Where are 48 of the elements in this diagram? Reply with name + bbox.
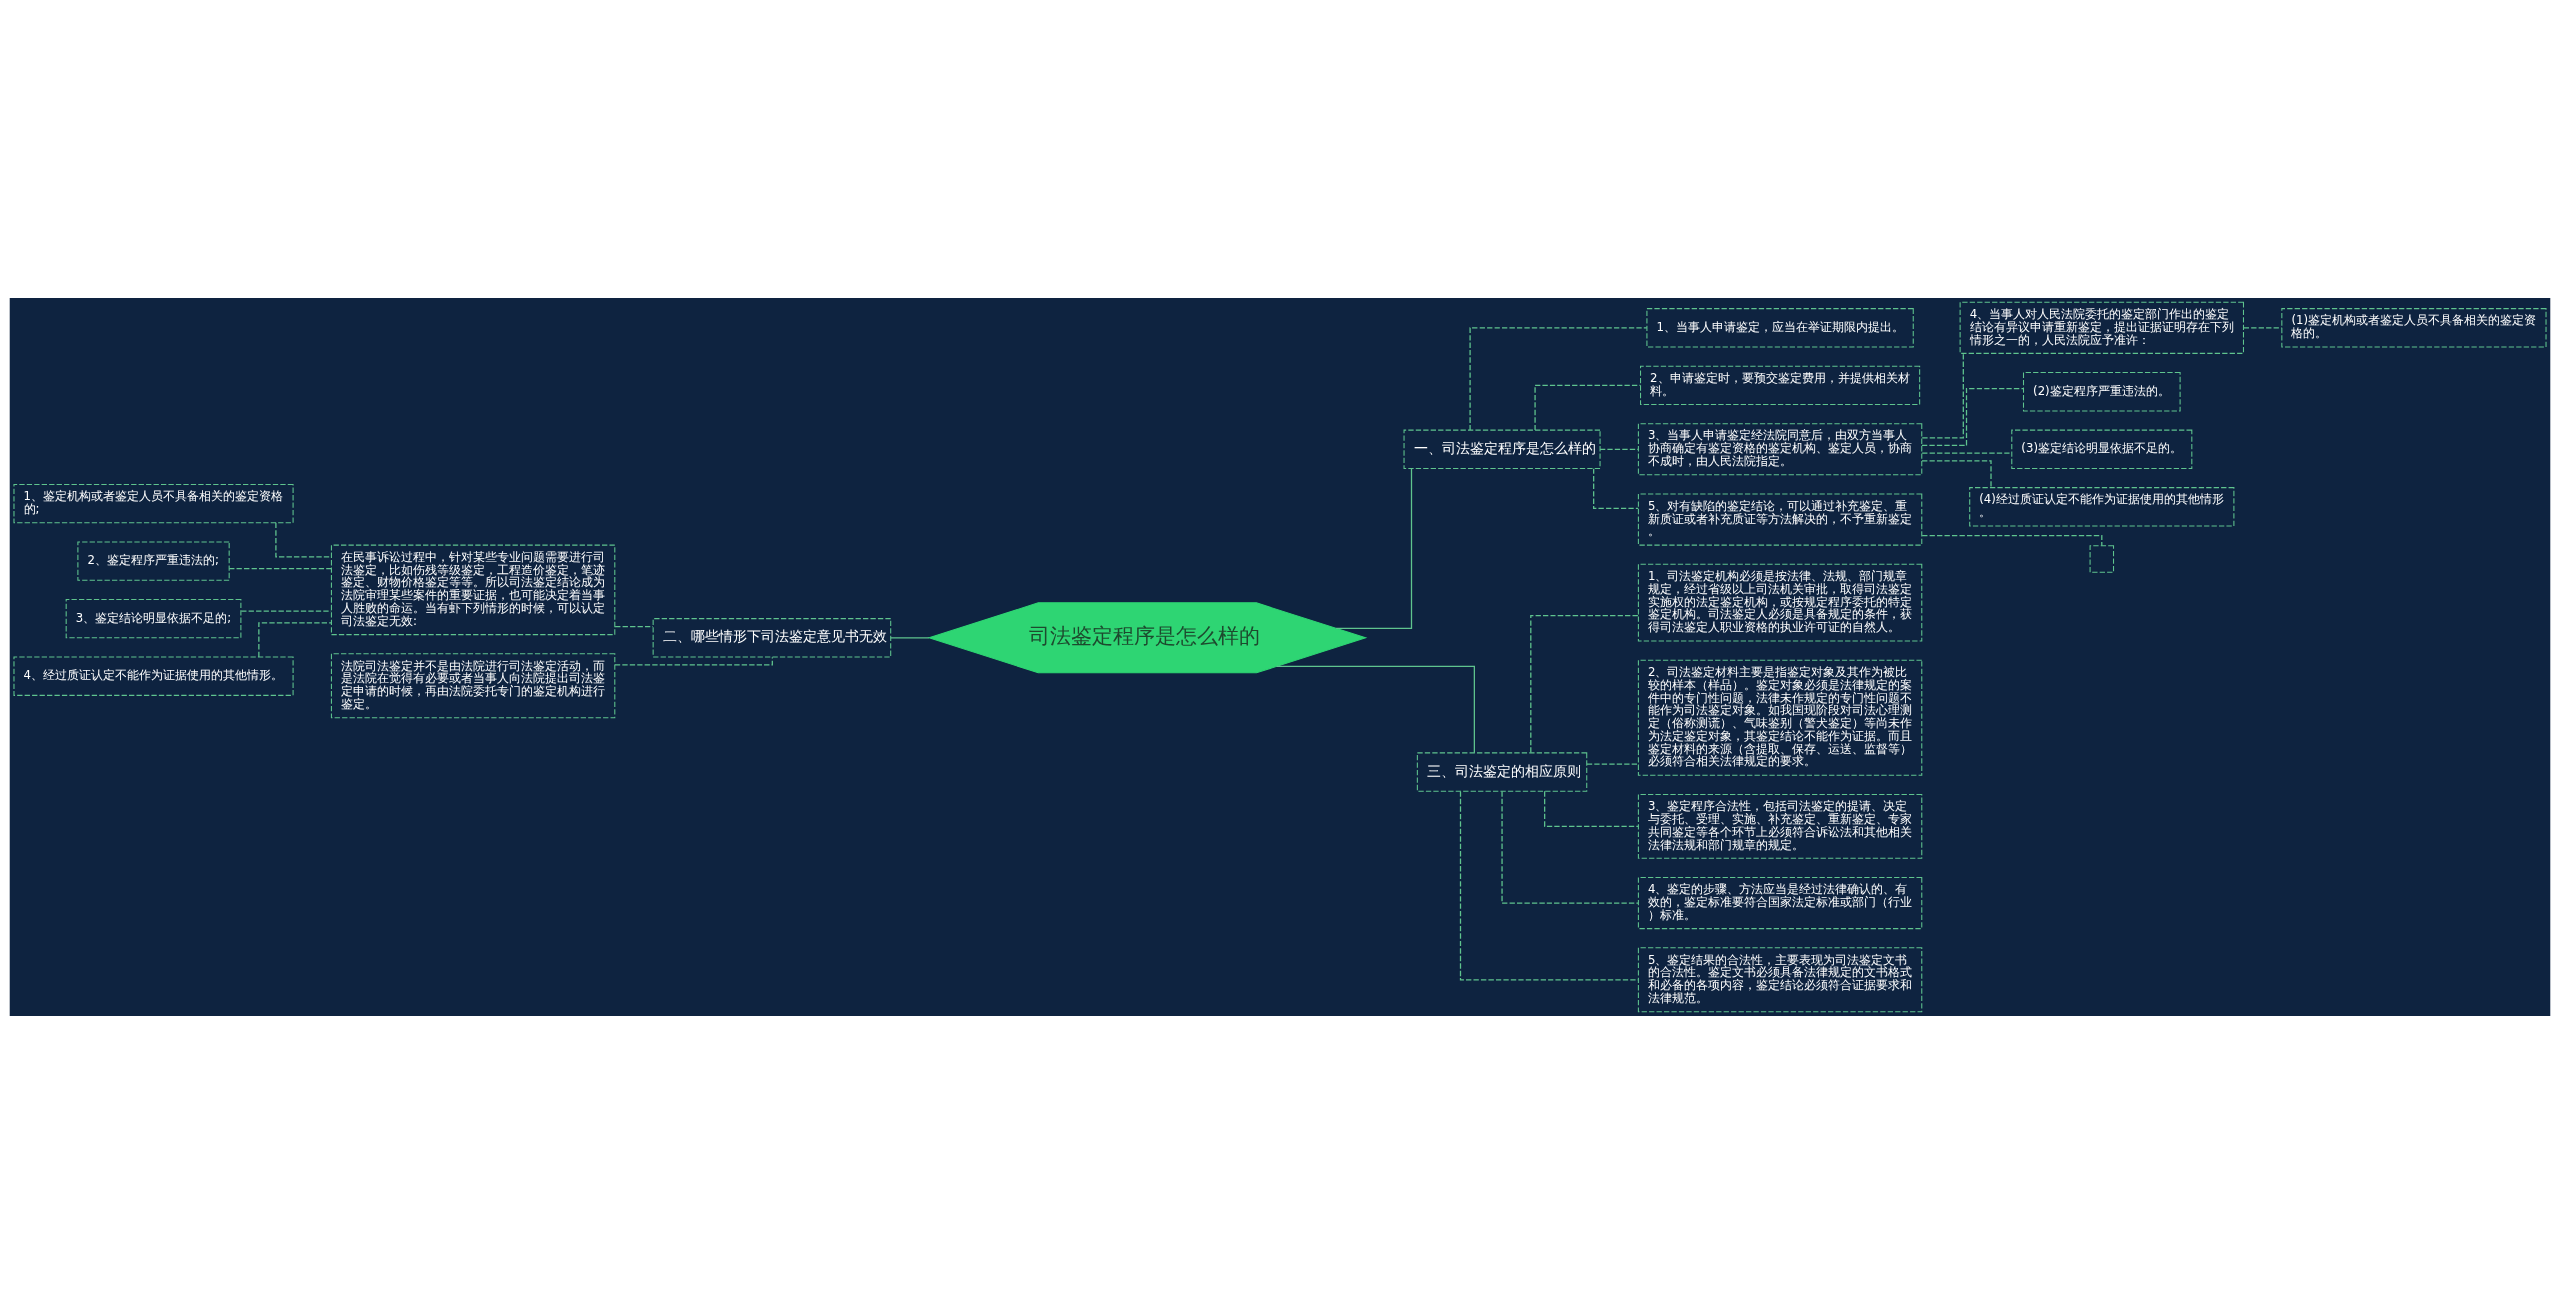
connector xyxy=(1593,467,1639,509)
node-box: 法院司法鉴定并不是由法院进行司法鉴定活动，而是法院在觉得有必要或者当事人向法院提出司法鉴定申请的时候，再由法院委托专门的鉴定机构进行鉴定。 xyxy=(330,652,616,718)
connector xyxy=(258,621,333,658)
connector xyxy=(1921,534,2103,546)
connector xyxy=(1459,790,1639,980)
node-box: 1、鉴定机构或者鉴定人员不具备相关的鉴定资格的; xyxy=(13,483,294,523)
node-box: 三、司法鉴定的相应原则 xyxy=(1416,751,1588,792)
connector xyxy=(614,656,773,665)
connector xyxy=(2243,326,2283,328)
node-box: 5、鉴定结果的合法性，主要表现为司法鉴定文书的合法性。鉴定文书必须具备法律规定的文书格式和必备的各项内容，鉴定结论必须符合证据要求和法律规范。 xyxy=(1637,946,1923,1012)
node-box: 4、当事人对人民法院委托的鉴定部门作出的鉴定结论有异议申请重新鉴定，提出证据证明存在下列情形之一的，人民法院应予准许： xyxy=(1959,301,2244,354)
node-box: 4、经过质证认定不能作为证据使用的其他情形。 xyxy=(13,655,294,696)
node-box: 4、鉴定的步骤、方法应当是经过法律确认的、有效的，鉴定标准要符合国家法定标准或部门（行业）标准。 xyxy=(1637,876,1923,929)
node-box: 二、哪些情形下司法鉴定意见书无效 xyxy=(652,617,892,658)
connector xyxy=(1534,384,1642,431)
connector xyxy=(1599,448,1639,450)
node-box: (1)鉴定机构或者鉴定人员不具备相关的鉴定资格的。 xyxy=(2281,307,2547,348)
connector xyxy=(614,625,654,627)
connector xyxy=(1335,467,1413,629)
connector xyxy=(1921,451,2012,454)
node-box: 2、司法鉴定材料主要是指鉴定对象及其作为被比较的样本（样品）。鉴定对象必须是法律规定的案件中的专门性问题，法律未作规定的专门性问题不能作为司法鉴定对象。如我国现阶段对司法心理测定（俗称测谎）、气味鉴别（警犬鉴定）等尚未作为法定鉴定对象，其鉴定结论不能作为证据。而且鉴定材料的来源（含提取、保存、运送、监督等）必须符合相关法律规定的要求。 xyxy=(1637,659,1923,776)
connector xyxy=(890,636,930,638)
connector xyxy=(1501,790,1639,904)
node-box: 1、司法鉴定机构必须是按法律、法规、部门规章规定，经过省级以上司法机关审批，取得司法鉴定实施权的法定鉴定机构，或按规定程序委托的特定鉴定机构。司法鉴定人必须是具备规定的条件，获得司法鉴定人职业资格的执业许可证的自然人。 xyxy=(1637,563,1923,642)
connector xyxy=(228,567,332,569)
connector xyxy=(1544,790,1640,827)
node-box: (3)鉴定结论明显依据不足的。 xyxy=(2011,429,2193,469)
connector xyxy=(1921,459,1992,488)
connector xyxy=(275,521,332,557)
node-box: (2)鉴定程序严重违法的。 xyxy=(2022,371,2181,411)
connector xyxy=(1921,352,1964,438)
connector xyxy=(240,610,332,612)
connector xyxy=(1275,665,1475,753)
node-box: 在民事诉讼过程中，针对某些专业问题需要进行司法鉴定，比如伤残等级鉴定，工程造价鉴定，笔迹鉴定、财物价格鉴定等等。所以司法鉴定结论成为法院审理某些案件的重要证据，也可能决定着当事人胜败的命运。当有虾下列情形的时候，可以认定司法鉴定无效: xyxy=(330,544,616,635)
node-box: 1、当事人申请鉴定，应当在举证期限内提出。 xyxy=(1646,307,1914,348)
node-box xyxy=(2089,544,2115,573)
node-box: 3、鉴定程序合法性，包括司法鉴定的提请、决定与委托、受理、实施、补充鉴定、重新鉴定、专家共同鉴定等各个环节上必须符合诉讼法和其他相关法律法规和部门规章的规定。 xyxy=(1637,793,1923,859)
node-box: 3、当事人申请鉴定经法院同意后，由双方当事人协商确定有鉴定资格的鉴定机构、鉴定人员，协商不成时，由人民法院指定。 xyxy=(1637,422,1923,475)
node-box: 3、鉴定结论明显依据不足的; xyxy=(65,598,242,638)
connector xyxy=(1469,326,1648,431)
node-box: 5、对有缺陷的鉴定结论，可以通过补充鉴定、重新质证或者补充质证等方法解决的，不予重新鉴定。 xyxy=(1637,492,1923,546)
connector xyxy=(1586,762,1639,765)
node-box: (4)经过质证认定不能作为证据使用的其他情形。 xyxy=(1969,486,2235,526)
node-box: 2、申请鉴定时，要预交鉴定费用，并提供相关材料。 xyxy=(1640,365,1921,405)
node-box: 2、鉴定程序严重违法的; xyxy=(77,540,230,581)
node-box: 一、司法鉴定程序是怎么样的 xyxy=(1403,429,1601,469)
connector xyxy=(1921,387,2025,446)
connector xyxy=(1530,614,1639,753)
